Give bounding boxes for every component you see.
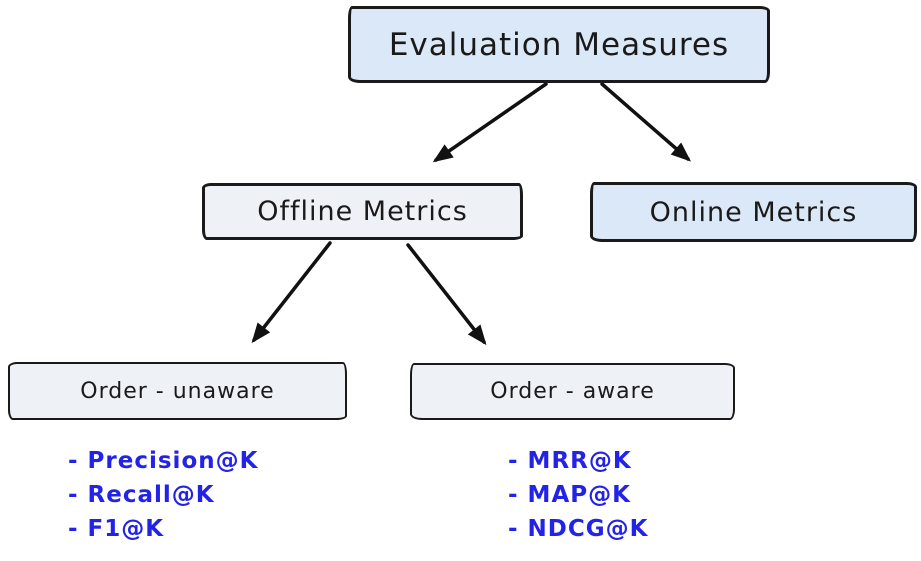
node-online-metrics-label: Online Metrics <box>649 196 858 228</box>
list-item: - Recall@K <box>68 482 215 508</box>
node-online-metrics: Online Metrics <box>590 182 917 242</box>
order-unaware-metric-list: - Precision@K - Recall@K - F1@K <box>68 444 258 546</box>
node-order-unaware-label: Order - unaware <box>80 378 275 404</box>
list-item: - Precision@K <box>68 448 259 474</box>
node-order-unaware: Order - unaware <box>8 362 347 420</box>
node-evaluation-measures: Evaluation Measures <box>348 6 770 83</box>
arrow-offline-to-order-unaware <box>251 241 332 344</box>
list-item: - F1@K <box>68 516 165 542</box>
list-item: - NDCG@K <box>508 516 649 542</box>
arrow-offline-to-order-aware <box>406 243 487 346</box>
node-order-aware: Order - aware <box>410 363 735 420</box>
node-offline-metrics: Offline Metrics <box>202 183 523 240</box>
order-aware-metric-list: - MRR@K - MAP@K - NDCG@K <box>508 444 648 546</box>
node-offline-metrics-label: Offline Metrics <box>257 196 468 227</box>
node-order-aware-label: Order - aware <box>490 379 655 404</box>
arrow-root-to-online <box>600 82 692 162</box>
list-item: - MAP@K <box>508 482 631 508</box>
node-evaluation-measures-label: Evaluation Measures <box>388 26 730 63</box>
list-item: - MRR@K <box>508 448 632 474</box>
arrow-root-to-offline <box>432 82 548 163</box>
